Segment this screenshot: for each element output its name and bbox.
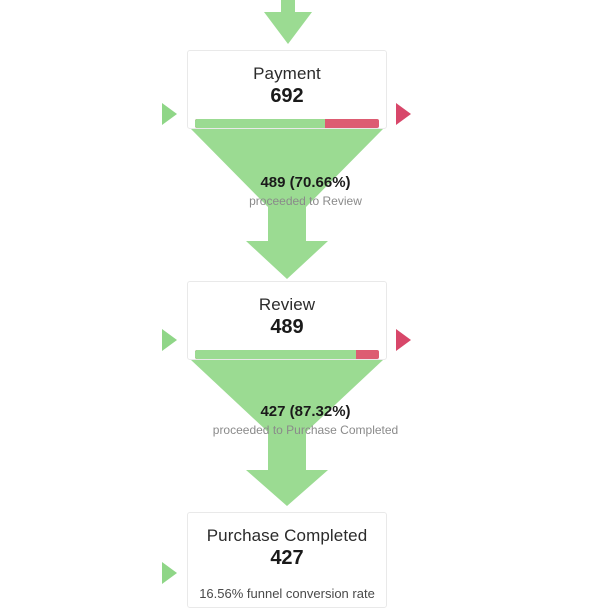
stage-title: Purchase Completed — [206, 526, 368, 545]
entry-marker-purchase — [162, 562, 177, 584]
stage-progress-fill — [195, 350, 356, 359]
funnel-stage-purchase-completed[interactable]: Purchase Completed 427 16.56% funnel con… — [187, 512, 387, 608]
dropoff-marker-payment — [396, 103, 411, 125]
stage-progress-bar — [195, 119, 379, 128]
funnel-stage-payment[interactable]: Payment 692 — [187, 50, 387, 129]
stage-title: Review — [258, 295, 316, 314]
entry-arrow-top — [255, 0, 321, 51]
stage-progress-bar — [195, 350, 379, 359]
funnel-conversion-rate: 16.56% funnel conversion rate — [199, 586, 375, 601]
stage-count: 692 — [270, 85, 304, 107]
stage-count: 489 — [270, 316, 304, 338]
dropoff-marker-review — [396, 329, 411, 351]
funnel-connector-review-purchase — [187, 360, 387, 508]
stage-title: Payment — [253, 64, 321, 83]
entry-marker-review — [162, 329, 177, 351]
entry-marker-payment — [162, 103, 177, 125]
stage-progress-fill — [195, 119, 325, 128]
funnel-stage-review[interactable]: Review 489 — [187, 281, 387, 360]
stage-count: 427 — [270, 547, 304, 569]
funnel-connector-payment-review — [187, 129, 387, 281]
